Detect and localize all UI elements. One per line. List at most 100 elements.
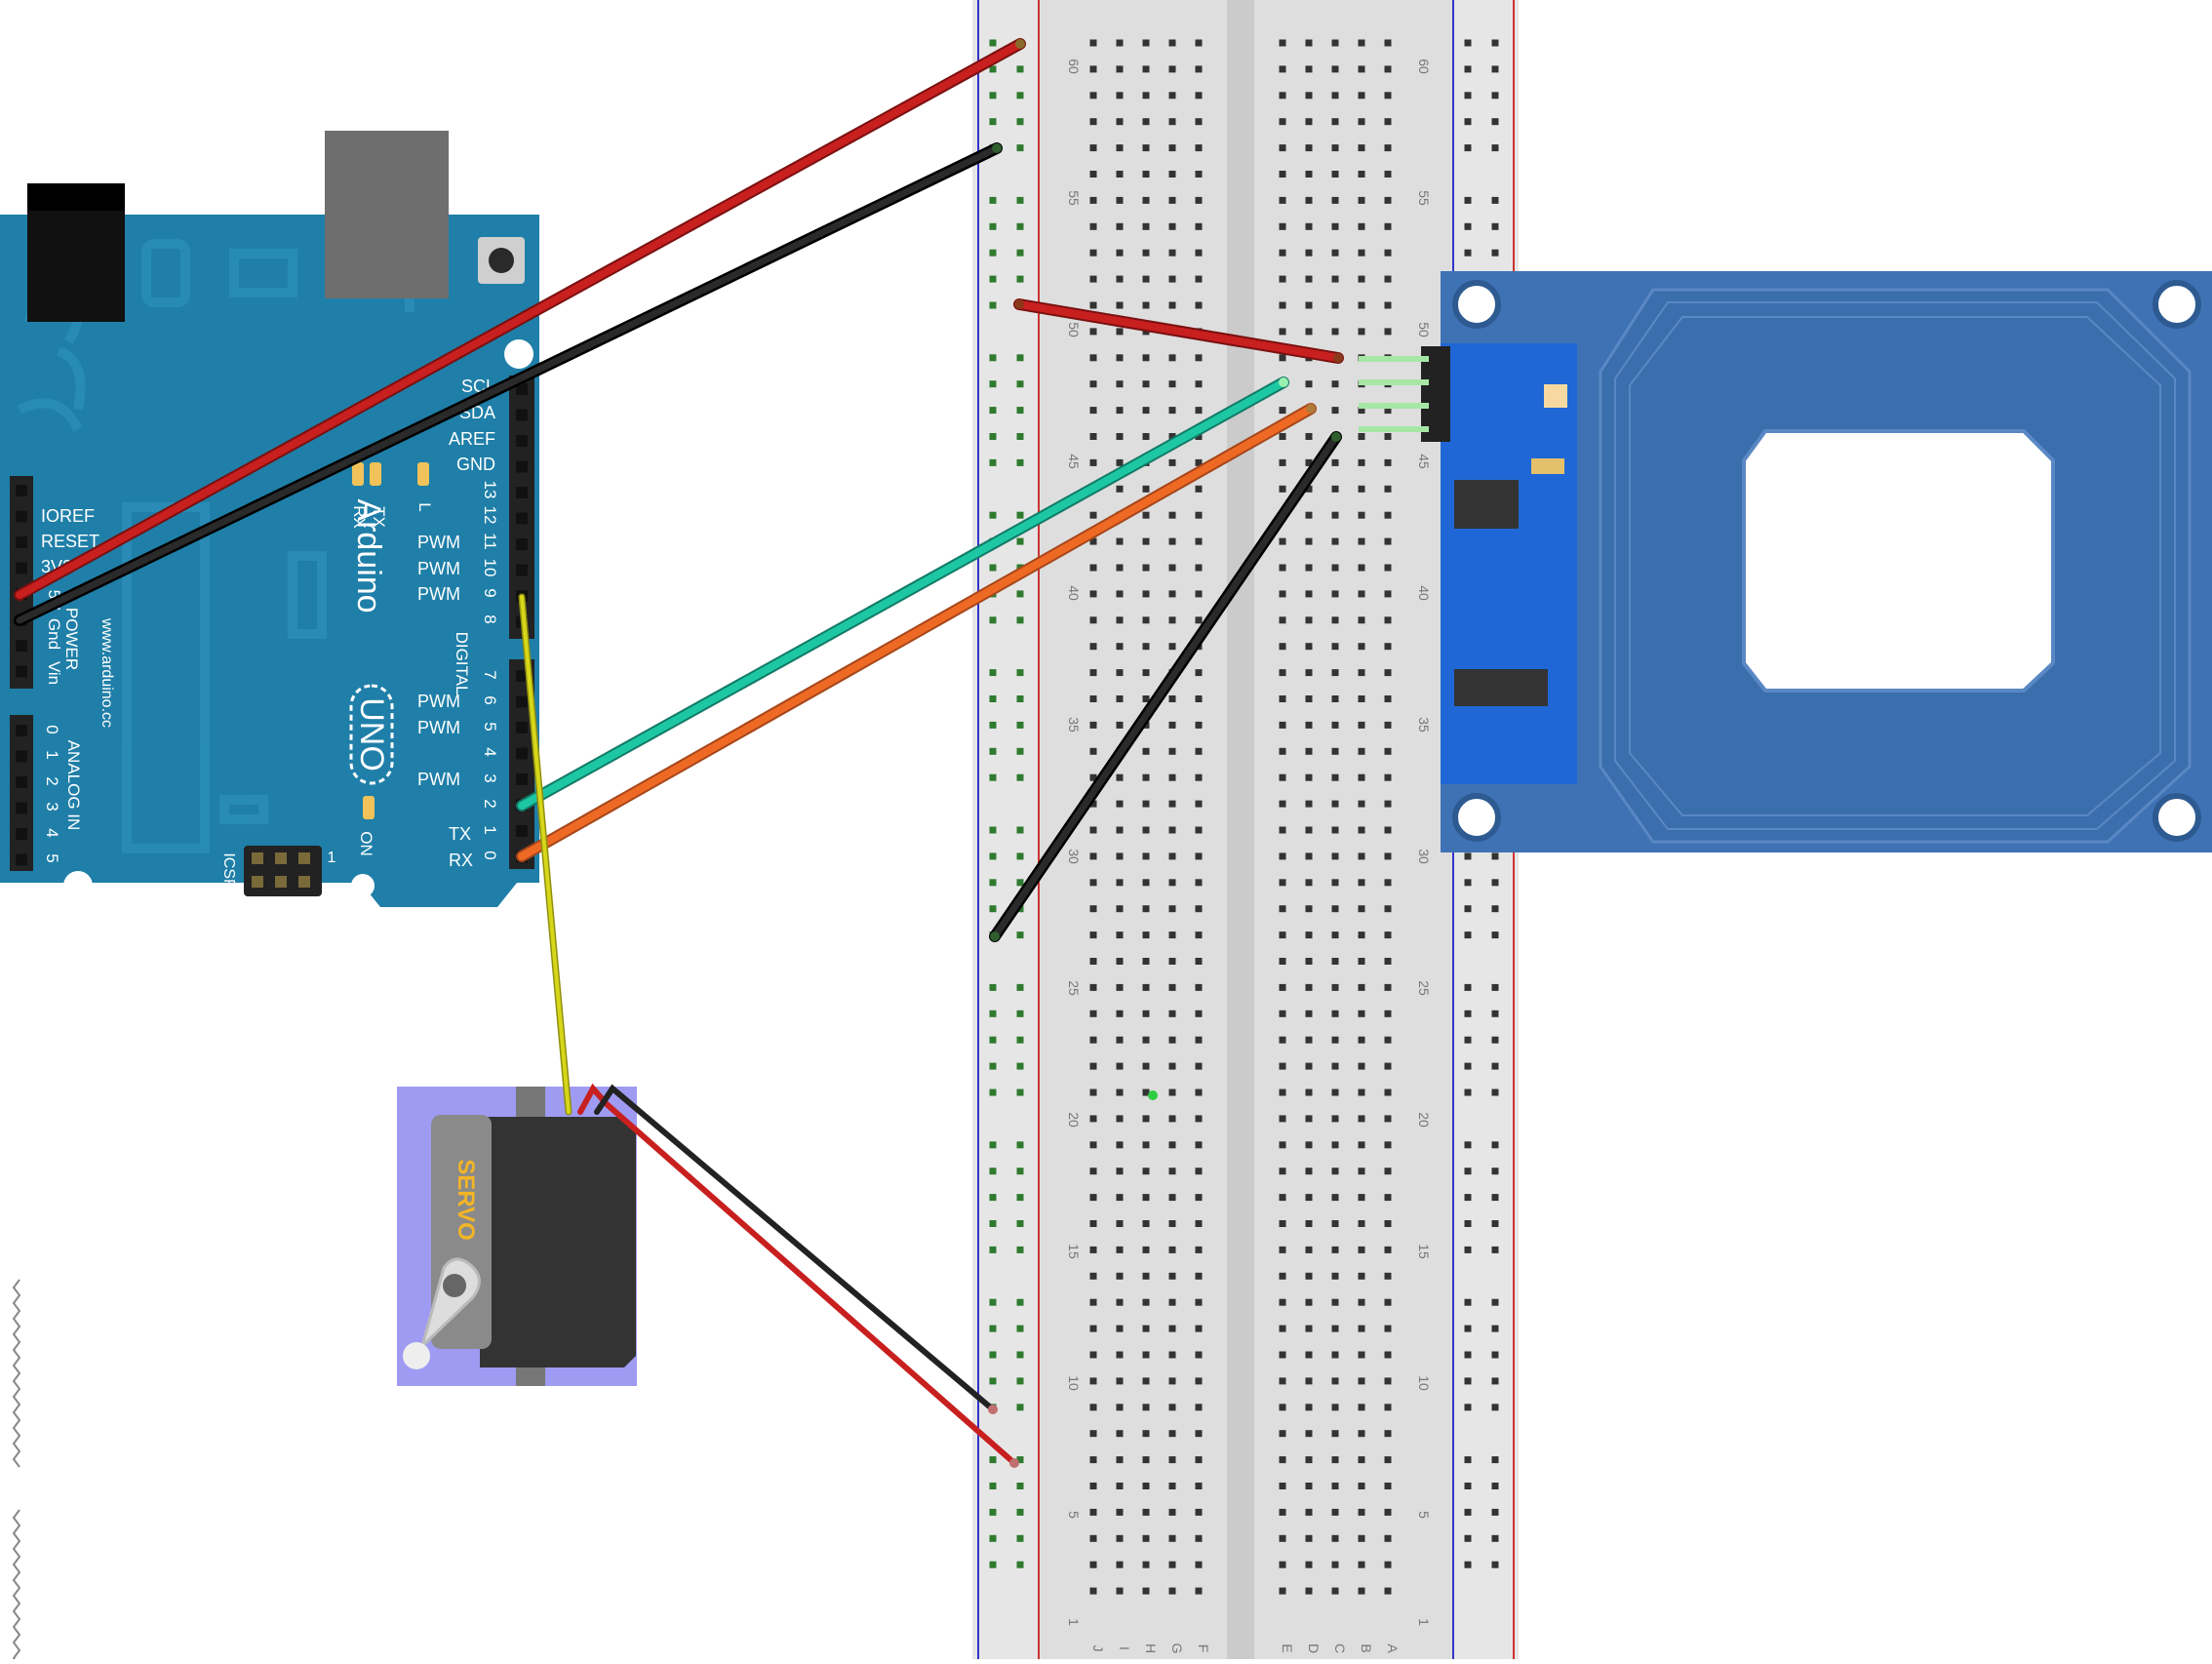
- breadboard-rail-hole: [1464, 1246, 1472, 1253]
- breadboard-hole: [1305, 144, 1313, 152]
- icsp-pin1-label: 1: [328, 850, 336, 866]
- breadboard-hole: [1305, 1456, 1313, 1464]
- breadboard-rail-hole: [1491, 1036, 1499, 1044]
- breadboard-hole: [1116, 721, 1124, 729]
- breadboard-rail-hole: [1491, 1089, 1499, 1096]
- breadboard-hole: [1384, 1168, 1392, 1175]
- breadboard-hole: [1089, 826, 1097, 834]
- breadboard-hole: [1142, 1298, 1150, 1306]
- breadboard-hole: [1168, 1062, 1176, 1070]
- breadboard-hole: [1142, 1194, 1150, 1202]
- on-label: ON: [357, 831, 375, 856]
- breadboard-hole: [1305, 931, 1313, 939]
- breadboard-hole: [1384, 1141, 1392, 1149]
- breadboard-hole: [1384, 249, 1392, 257]
- breadboard-hole: [1116, 1194, 1124, 1202]
- breadboard-hole: [1195, 695, 1203, 702]
- breadboard-hole: [1331, 747, 1339, 755]
- breadboard-hole: [1195, 118, 1203, 126]
- breadboard-hole: [1089, 92, 1097, 99]
- breadboard-hole: [1305, 564, 1313, 572]
- breadboard-rail-hole: [989, 1351, 997, 1359]
- pin-label-gnd: GND: [456, 455, 495, 474]
- breadboard-hole: [1305, 1377, 1313, 1385]
- power-header: [10, 476, 33, 689]
- breadboard-rail-hole: [989, 1220, 997, 1227]
- breadboard-hole: [1089, 65, 1097, 73]
- breadboard-rail-hole: [1491, 118, 1499, 126]
- breadboard-hole: [1331, 983, 1339, 991]
- breadboard-hole: [1142, 354, 1150, 362]
- breadboard-hole: [1384, 485, 1392, 493]
- breadboard-hole: [1168, 852, 1176, 860]
- breadboard-hole: [1279, 92, 1286, 99]
- header-pin: [516, 435, 528, 447]
- breadboard-hole: [1384, 1089, 1392, 1096]
- breadboard-hole: [1305, 1194, 1313, 1202]
- header-pin: [16, 536, 27, 548]
- breadboard-hole: [1384, 1508, 1392, 1516]
- breadboard-hole: [1168, 354, 1176, 362]
- breadboard-hole: [1195, 407, 1203, 415]
- breadboard-hole: [1142, 1456, 1150, 1464]
- breadboard-hole: [1384, 1483, 1392, 1489]
- breadboard-hole: [1142, 222, 1150, 230]
- breadboard-hole: [1358, 407, 1365, 415]
- breadboard-hole: [1331, 144, 1339, 152]
- arduino-brand: Arduino: [350, 498, 387, 613]
- breadboard-hole: [1305, 249, 1313, 257]
- wire-black-servo-gnd: [594, 1084, 996, 1412]
- breadboard-hole: [1168, 144, 1176, 152]
- breadboard-hole: [1195, 800, 1203, 808]
- breadboard-rail-hole: [989, 826, 997, 834]
- breadboard-hole: [1195, 511, 1203, 519]
- breadboard-hole: [1279, 39, 1286, 47]
- breadboard-rail-hole: [1016, 196, 1024, 204]
- breadboard-hole: [1142, 1168, 1150, 1175]
- breadboard-hole: [1168, 564, 1176, 572]
- breadboard-hole: [1305, 1036, 1313, 1044]
- breadboard-rail-hole: [989, 564, 997, 572]
- breadboard-hole: [1116, 1534, 1124, 1542]
- breadboard-hole: [1384, 616, 1392, 624]
- breadboard-hole: [1089, 564, 1097, 572]
- rfid-antenna-inner: [1629, 316, 2161, 816]
- breadboard-hole: [1331, 1089, 1339, 1096]
- arduino-model: UNO: [353, 697, 390, 772]
- breadboard-hole: [1279, 1430, 1286, 1438]
- breadboard-hole: [1384, 1115, 1392, 1123]
- breadboard-rail-hole: [1491, 1377, 1499, 1385]
- icsp-pin: [252, 876, 263, 888]
- breadboard-rail-hole: [1491, 1010, 1499, 1017]
- breadboard-hole: [1358, 1298, 1365, 1306]
- breadboard-hole: [1279, 695, 1286, 702]
- breadboard-rail-hole: [989, 39, 997, 47]
- breadboard-hole: [1358, 275, 1365, 283]
- breadboard-hole: [1116, 643, 1124, 651]
- digital-pin-number: 12: [481, 506, 499, 525]
- breadboard-rail-hole: [1464, 118, 1472, 126]
- breadboard-hole: [1358, 1351, 1365, 1359]
- reset-button-cap[interactable]: [489, 248, 514, 273]
- breadboard-rail-hole: [1016, 1508, 1024, 1516]
- mounting-hole: [504, 339, 533, 369]
- breadboard-hole: [1195, 1062, 1203, 1070]
- breadboard-hole: [1331, 590, 1339, 598]
- column-letter: I: [1117, 1646, 1132, 1650]
- breadboard-hole: [1384, 1351, 1392, 1359]
- breadboard-hole: [1305, 1141, 1313, 1149]
- breadboard-hole: [1116, 407, 1124, 415]
- breadboard-hole: [1195, 1246, 1203, 1253]
- breadboard-hole: [1358, 222, 1365, 230]
- breadboard-hole: [1195, 1089, 1203, 1096]
- breadboard-hole: [1142, 1534, 1150, 1542]
- breadboard-rail-hole: [1464, 65, 1472, 73]
- breadboard-hole: [1195, 616, 1203, 624]
- breadboard-hole: [1142, 983, 1150, 991]
- breadboard-hole: [1168, 275, 1176, 283]
- breadboard-hole: [1358, 1456, 1365, 1464]
- analog-pin-number: 0: [43, 725, 61, 733]
- breadboard-hole: [1116, 1062, 1124, 1070]
- wire-red-rfid-power: [1015, 300, 1342, 362]
